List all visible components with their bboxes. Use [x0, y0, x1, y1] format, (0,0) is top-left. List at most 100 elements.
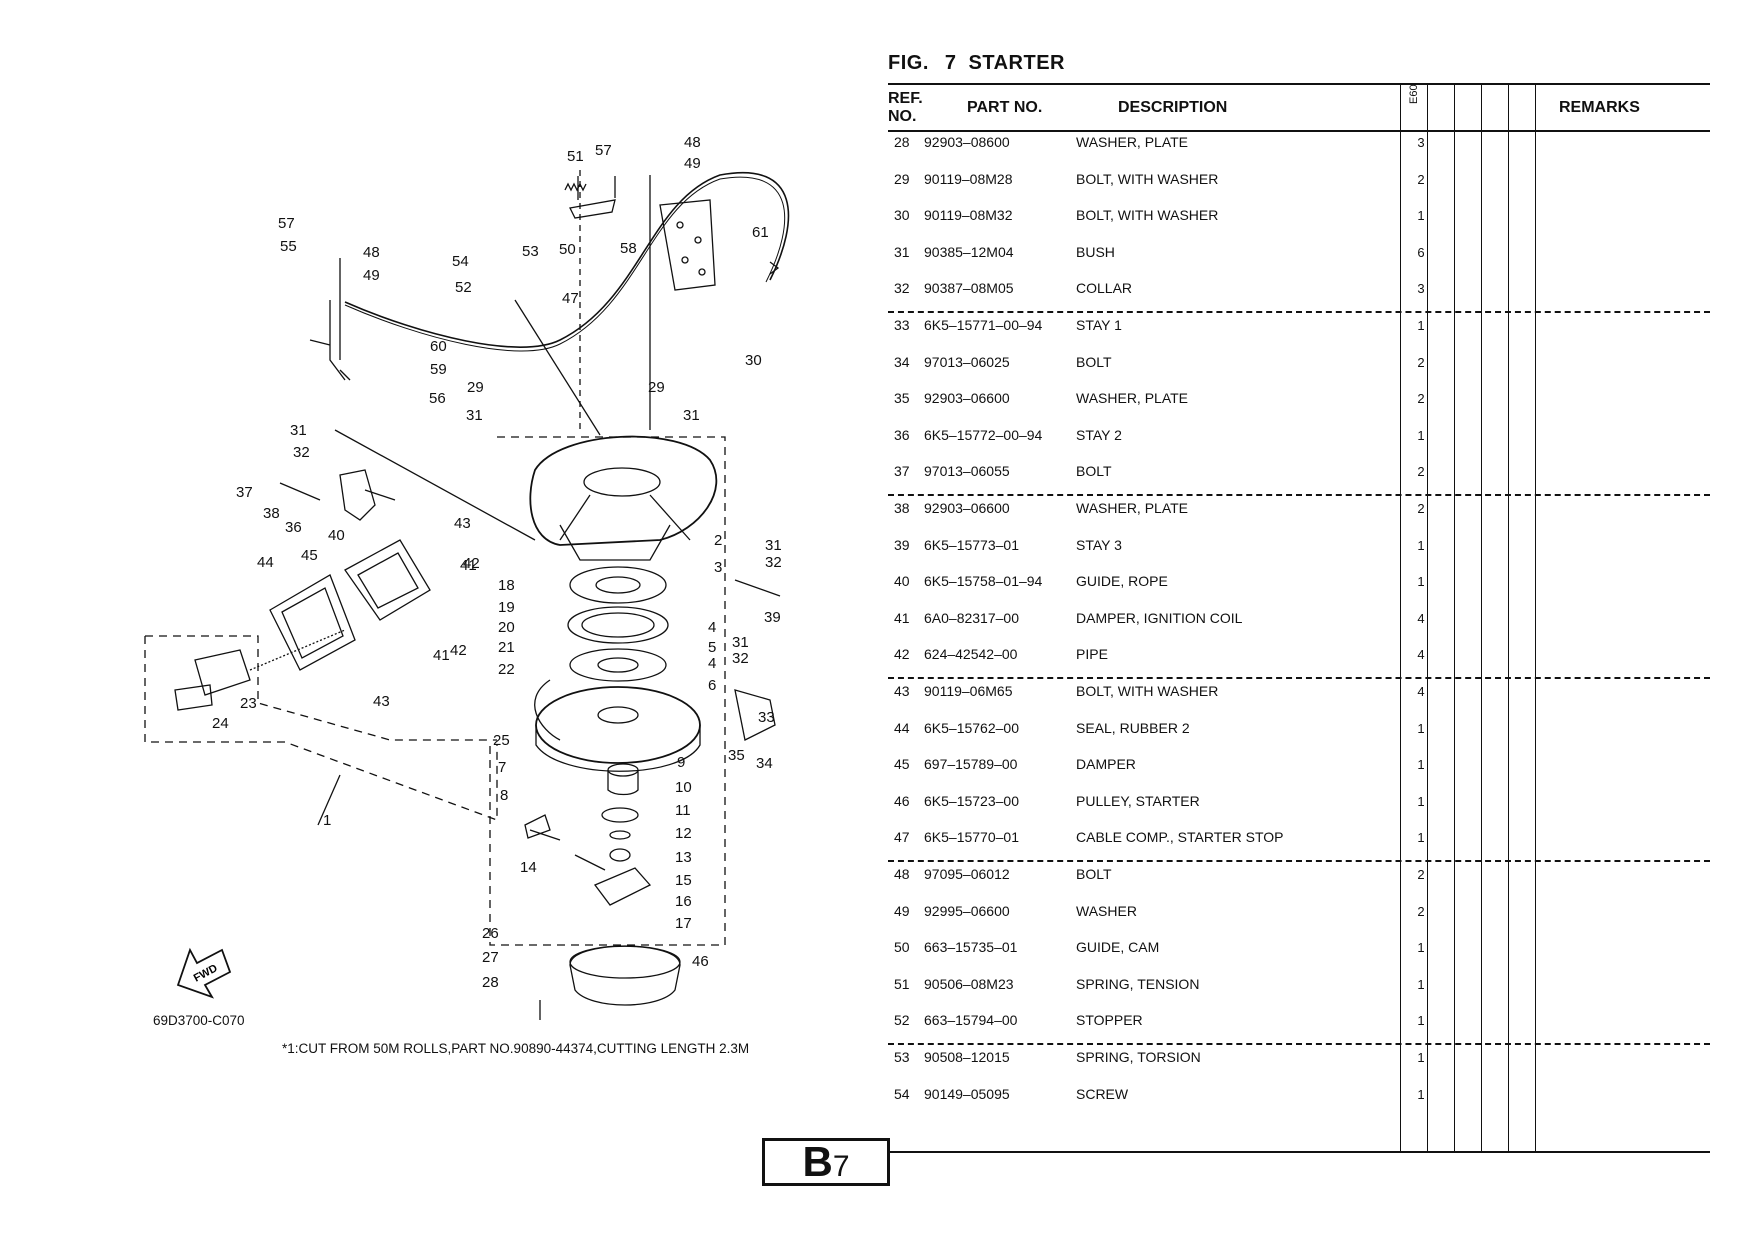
- cell-desc: GUIDE, CAM: [1076, 939, 1160, 956]
- callout-number: 20: [498, 619, 515, 636]
- group-separator: [888, 494, 1710, 496]
- callout-number: 31: [466, 407, 483, 424]
- callout-number: 9: [677, 754, 685, 771]
- cell-desc: BUSH: [1076, 243, 1115, 260]
- callout-number: 33: [758, 709, 775, 726]
- cell-ref: 50: [894, 939, 910, 956]
- cell-qty: 1: [1417, 830, 1425, 846]
- cell-desc: DAMPER, IGNITION COIL: [1076, 609, 1243, 626]
- column-divider: [1427, 84, 1428, 1152]
- column-divider: [1400, 84, 1401, 1152]
- callout-number: 48: [363, 244, 380, 261]
- header-ref: REF. NO.: [888, 90, 948, 126]
- callout-number: 6: [708, 677, 716, 694]
- group-separator: [888, 677, 1710, 679]
- callout-number: 41: [460, 557, 477, 574]
- callout-number: 5: [708, 639, 716, 656]
- cell-part: 90119–06M65: [924, 683, 1013, 699]
- cell-ref: 31: [894, 243, 910, 260]
- cell-part: 97095–06012: [924, 866, 1010, 882]
- callout-number: 31: [765, 537, 782, 554]
- page-number: 7: [832, 1150, 850, 1183]
- cell-qty: 1: [1417, 427, 1425, 443]
- cell-qty: 1: [1417, 793, 1425, 809]
- callout-number: 57: [278, 215, 295, 232]
- exploded-parts-diagram: 1234456789101112131415161718192021222324…: [144, 134, 790, 1020]
- column-divider: [1535, 84, 1536, 1152]
- cell-qty: 1: [1417, 318, 1425, 333]
- cell-desc: CABLE COMP., STARTER STOP: [1076, 829, 1284, 846]
- callout-number: 38: [263, 505, 280, 522]
- cell-desc: PIPE: [1076, 646, 1108, 663]
- callout-number: 28: [482, 974, 499, 991]
- callout-number: 18: [498, 577, 515, 594]
- cell-ref: 32: [894, 280, 910, 297]
- cell-part: 697–15789–00: [924, 756, 1018, 773]
- cell-desc: SPRING, TORSION: [1076, 1049, 1201, 1065]
- callout-number: 30: [745, 352, 762, 369]
- cell-part: 90506–08M23: [924, 975, 1014, 992]
- header-remarks: REMARKS: [1559, 99, 1640, 116]
- header-description: DESCRIPTION: [1118, 99, 1228, 116]
- cell-desc: DAMPER: [1076, 756, 1136, 773]
- cell-part: 6K5–15771–00–94: [924, 317, 1043, 333]
- cell-ref: 49: [894, 902, 910, 919]
- cell-qty: 1: [1417, 940, 1425, 956]
- group-separator: [888, 311, 1710, 313]
- callout-number: 40: [328, 527, 345, 544]
- cell-desc: PULLEY, STARTER: [1076, 792, 1200, 809]
- callout-number: 44: [257, 554, 274, 571]
- callout-number: 15: [675, 872, 692, 889]
- callout-number: 50: [559, 241, 576, 258]
- callout-number: 4: [708, 655, 716, 672]
- table-bottom-rule: [888, 1151, 1710, 1153]
- callout-number: 31: [683, 407, 700, 424]
- callout-number: 37: [236, 484, 253, 501]
- callout-number: 47: [562, 290, 579, 307]
- page-number-box: B7: [762, 1138, 890, 1186]
- cell-qty: 1: [1417, 1013, 1425, 1029]
- header-ref-line1: REF.: [888, 90, 923, 107]
- cell-ref: 30: [894, 207, 910, 224]
- cell-desc: SEAL, RUBBER 2: [1076, 719, 1190, 736]
- cell-part: 90508–12015: [924, 1049, 1010, 1065]
- cell-desc: BOLT: [1076, 866, 1112, 882]
- callout-number: 29: [467, 379, 484, 396]
- cell-part: 90385–12M04: [924, 243, 1014, 260]
- cell-part: 624–42542–00: [924, 646, 1018, 663]
- cell-desc: COLLAR: [1076, 280, 1133, 297]
- cell-part: 6K5–15770–01: [924, 829, 1019, 846]
- cell-desc: WASHER, PLATE: [1076, 134, 1189, 150]
- callout-number: 52: [455, 279, 472, 296]
- callout-number: 42: [450, 642, 467, 659]
- cell-qty: 1: [1417, 720, 1425, 736]
- header-model-e60: E60: [1408, 84, 1420, 104]
- callout-number: 3: [714, 559, 722, 576]
- cell-desc: BOLT, WITH WASHER: [1076, 170, 1219, 187]
- table-row: 47 6K5–15770–01 CABLE COMP., STARTER STOP: [888, 829, 1418, 865]
- callout-number: 31: [290, 422, 307, 439]
- cell-ref: 54: [894, 1085, 910, 1102]
- header-bottom-rule: [888, 130, 1710, 132]
- cell-desc: BOLT: [1076, 463, 1112, 480]
- cell-ref: 47: [894, 829, 910, 846]
- cell-qty: 2: [1417, 501, 1425, 516]
- callout-number: 14: [520, 859, 537, 876]
- cell-ref: 33: [894, 317, 910, 333]
- callout-number: 10: [675, 779, 692, 796]
- callout-number: 32: [765, 554, 782, 571]
- callout-number: 1: [323, 812, 331, 829]
- callout-number: 7: [498, 759, 506, 776]
- callout-number: 23: [240, 695, 257, 712]
- cell-part: 663–15794–00: [924, 1012, 1018, 1029]
